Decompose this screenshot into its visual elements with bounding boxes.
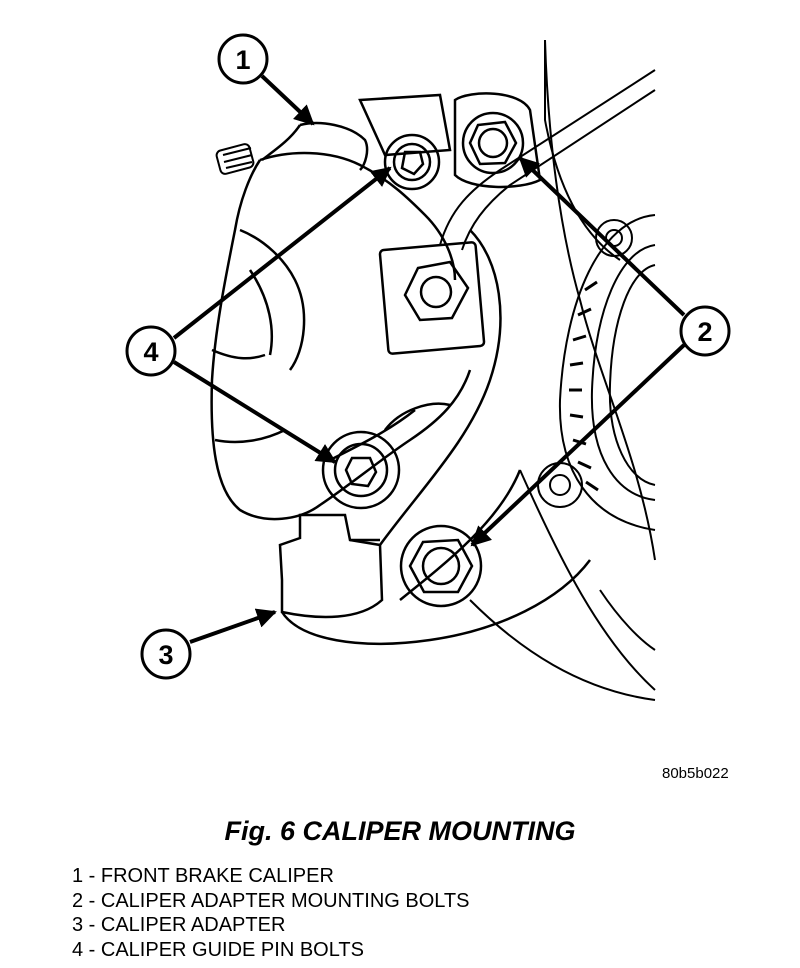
callout-4-number: 4 bbox=[143, 337, 158, 367]
callout-3-number: 3 bbox=[158, 640, 173, 670]
leader-3 bbox=[189, 608, 277, 644]
leader-4-lower bbox=[172, 360, 337, 464]
bleeder-screw bbox=[215, 143, 255, 175]
legend-item: 3 - CALIPER ADAPTER bbox=[72, 914, 286, 936]
callout-1-number: 1 bbox=[235, 45, 250, 75]
leader-1 bbox=[260, 74, 315, 126]
guide-pin-bolt-lower bbox=[321, 430, 401, 510]
legend-item: 4 - CALIPER GUIDE PIN BOLTS bbox=[72, 938, 364, 961]
guide-pin-bolt-upper bbox=[383, 133, 441, 191]
leader-2-upper bbox=[518, 156, 686, 317]
callout-4: 4 bbox=[125, 325, 177, 377]
front-brake-caliper bbox=[210, 121, 486, 521]
callout-2: 2 bbox=[679, 305, 731, 357]
leader-4-upper bbox=[172, 166, 392, 340]
adapter-mounting-bolt-upper bbox=[461, 111, 525, 175]
callout-arrows bbox=[172, 74, 686, 644]
brake-hose-bolt bbox=[403, 260, 470, 322]
steering-knuckle bbox=[469, 39, 656, 701]
adapter-mounting-bolt-lower bbox=[399, 524, 483, 608]
legend: 1 - FRONT BRAKE CALIPER 2 - CALIPER ADAP… bbox=[72, 864, 469, 962]
leader-2-lower bbox=[470, 343, 686, 547]
figure-code: 80b5b022 bbox=[662, 765, 729, 782]
hub-tone-ring bbox=[537, 214, 656, 531]
legend-item: 1 - FRONT BRAKE CALIPER bbox=[72, 865, 334, 887]
callout-3: 3 bbox=[140, 628, 192, 680]
callout-2-number: 2 bbox=[697, 317, 712, 347]
callout-1: 1 bbox=[217, 33, 269, 85]
figure-caption: Fig. 6 CALIPER MOUNTING bbox=[224, 816, 576, 846]
legend-item: 2 - CALIPER ADAPTER MOUNTING BOLTS bbox=[72, 889, 470, 912]
caliper-mounting-illustration: 1 2 3 4 bbox=[125, 33, 731, 701]
